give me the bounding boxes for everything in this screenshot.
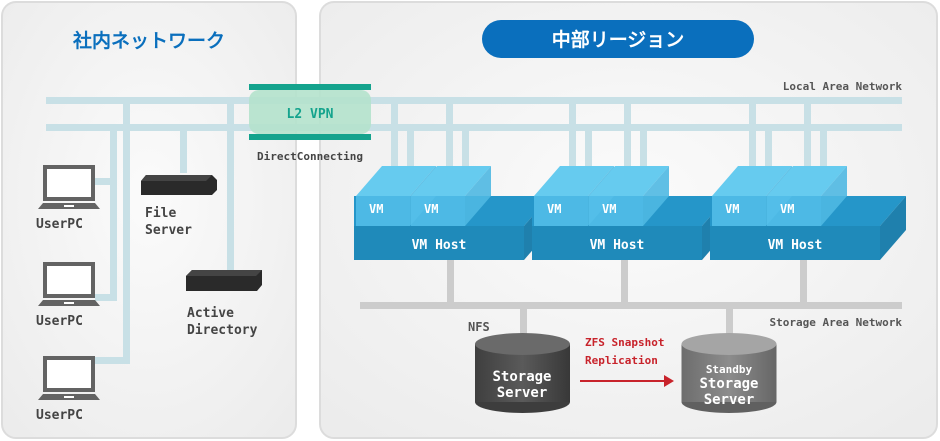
replication-label-1: ZFS Snapshot [585, 336, 664, 349]
vm-label: VM [725, 202, 739, 216]
standby-label-0: Standby [706, 363, 753, 376]
vm-host-label: VM Host [590, 238, 645, 253]
userpc-label: UserPC [36, 217, 83, 232]
storage-server-label-1: Storage [492, 369, 551, 385]
vm-host-label: VM Host [412, 238, 467, 253]
region-title: 中部リージョン [552, 28, 685, 51]
vm-box: VM [411, 166, 491, 226]
san-label: Storage Area Network [770, 316, 903, 329]
active-directory-icon [186, 270, 262, 291]
storage-server-label-2: Server [497, 385, 548, 401]
vm-host-label: VM Host [768, 238, 823, 253]
vm-box: VM [767, 166, 847, 226]
vm-box: VM [534, 166, 614, 226]
region-title-pill [482, 20, 754, 58]
nfs-label: NFS [468, 320, 490, 334]
vm-host: VM VM VM Host [710, 166, 906, 260]
userpc-label: UserPC [36, 408, 83, 423]
vpn-label: L2 VPN [287, 107, 334, 122]
storage-server-icon [475, 333, 570, 413]
laptop-icon [38, 165, 100, 209]
vm-host: VM VM VM Host [354, 166, 550, 260]
vm-label: VM [369, 202, 383, 216]
file-server-label-2: Server [145, 223, 192, 238]
replication-arrow-icon [580, 375, 674, 387]
file-server-label-1: File [145, 206, 176, 221]
internal-network-title: 社内ネットワーク [72, 29, 225, 52]
userpc-label: UserPC [36, 314, 83, 329]
standby-label-2: Server [704, 392, 755, 408]
active-directory-label-1: Active [187, 306, 234, 321]
l2-vpn-tunnel [249, 84, 371, 140]
lan-label: Local Area Network [783, 80, 903, 93]
laptop-icon [38, 356, 100, 400]
internal-network-panel [1, 1, 297, 439]
standby-storage-server-icon [681, 333, 777, 413]
vm-label: VM [780, 202, 794, 216]
file-server-icon [141, 175, 217, 195]
local-area-network [46, 97, 902, 364]
laptop-icon [38, 262, 100, 306]
standby-label-1: Storage [699, 376, 758, 392]
active-directory-label-2: Directory [187, 323, 258, 338]
vpn-caption: DirectConnecting [257, 150, 363, 163]
vm-label: VM [547, 202, 561, 216]
vm-label: VM [424, 202, 438, 216]
vm-box: VM [589, 166, 669, 226]
vm-label: VM [602, 202, 616, 216]
replication-label-2: Replication [585, 354, 658, 367]
storage-area-network [360, 260, 902, 344]
